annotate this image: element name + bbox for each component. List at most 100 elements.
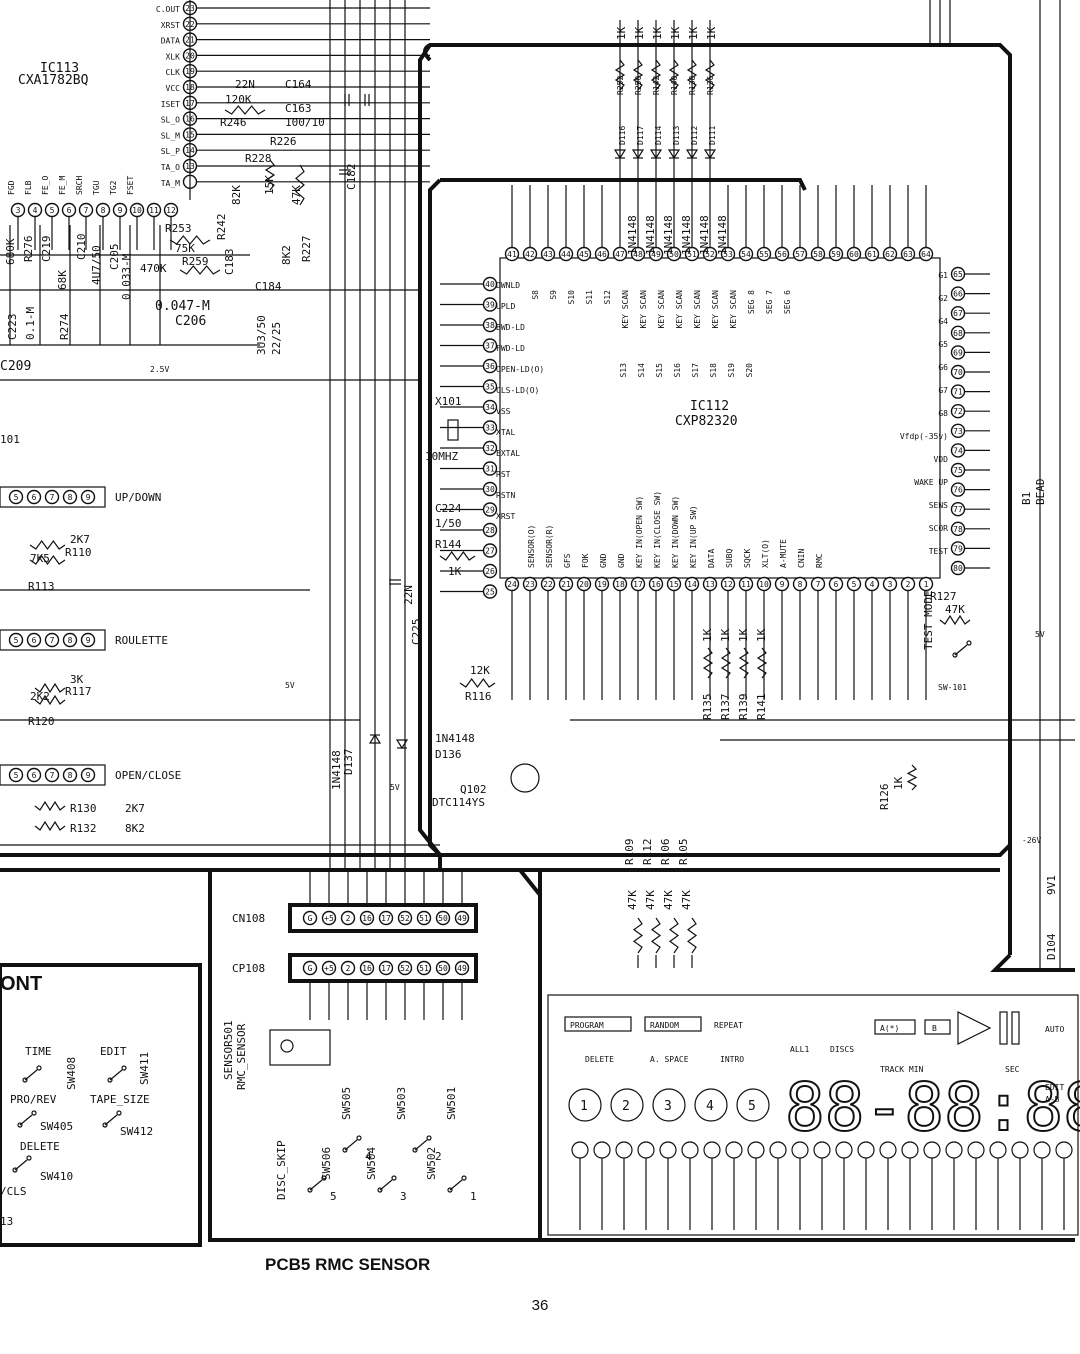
pin-number: 65 [953,270,963,279]
ic-pin [950,482,966,497]
ic113-pin-label: FGD [7,180,16,195]
pin-number: 9 [118,206,123,215]
sw408-ref: SW408 [65,1057,78,1090]
program-label: PROGRAM [570,1021,604,1030]
pin-number: 72 [953,407,963,416]
pin-number: 21 [561,580,571,589]
ic112-pin-label: G1 [938,271,948,280]
ic112-pin-label: FOK [581,553,590,568]
r47k-value: 47K [290,185,303,205]
ic-pin [576,576,592,592]
pin-number: 25 [485,588,495,597]
seven-segment-digits: 88-88:88 [785,1069,1080,1146]
connector-pin [8,767,24,783]
switch-contact [447,1187,453,1193]
connector-pin [435,960,451,976]
r113-value: 7K5 [30,552,50,565]
random-box [644,1016,702,1032]
openclose-label: OPEN/CLOSE [115,769,181,782]
pin-number: 6 [32,493,37,502]
pin-number: 10 [132,206,142,215]
pause-bar-icon [1011,1011,1020,1045]
diode-symbol [395,739,409,750]
ic113-pin-label: TG2 [109,180,118,195]
ic-pin [792,246,808,262]
diode-ref: D113 [672,126,681,145]
ic112-scan-label: S17 [691,363,700,378]
r116-value: 12K [470,664,490,677]
ic112-pin-label: EXTAL [496,449,520,458]
ic112-pin-label: RMC [815,553,824,568]
r130-value: 2K7 [125,802,145,815]
vfd-pin [571,1141,589,1159]
resistor-value: 1K [755,628,768,642]
vfd-pin [659,1141,677,1159]
r126-ref: R126 [878,784,891,811]
ic-pin [810,576,826,592]
c183-ref: C183 [223,249,236,276]
a-label: A(*) [880,1024,899,1033]
pin-number: 78 [953,525,963,534]
pin-number: 14 [687,580,697,589]
b-label: B [932,1024,937,1033]
ic112-pin-label: S8 [531,290,540,300]
resistor-ref: R140 [670,76,679,95]
board-outline [990,953,1075,972]
ic112-pin-label: A-MUTE [779,539,788,568]
switch-number: 1 [470,1190,477,1203]
ic113-pin-label: SRCH [75,176,84,195]
disc-indicator-icon [610,1088,644,1122]
delete-label: DELETE [585,1055,614,1064]
ic-pin [846,576,862,592]
switch-contact [307,1187,313,1193]
x101-ref: X101 [435,395,462,408]
ic-pin [504,246,520,262]
pin-number: +5 [324,964,334,973]
ic-pin [594,576,610,592]
pin-number: 15 [669,580,679,589]
resistor-symbol [702,647,714,679]
sw412-ref: SW412 [120,1125,153,1138]
pin-number: 2 [346,964,351,973]
ic112-pin-label: KEY IN(OPEN SW) [635,496,644,568]
voltage-label: 2.5V [150,365,169,374]
pin-number: 17 [381,914,391,923]
ic-pin [10,202,26,218]
discs-label: DISCS [830,1045,854,1054]
pin-number: 9 [86,636,91,645]
connector-pin [26,632,42,648]
auto-label: AUTO [1045,1025,1064,1034]
wire [24,1069,38,1081]
ic-pin [504,576,520,592]
c184-value2: 22/25 [270,322,283,355]
pin-number: 6 [32,636,37,645]
ic-pin [630,576,646,592]
ic112-pin-label: KEY SCAN [621,290,630,329]
pin-number: 34 [485,403,495,412]
diode-ref: D111 [708,126,717,145]
pin-number: 35 [485,383,495,392]
ic-pin [950,462,966,478]
resistor-value: 47K [680,890,693,910]
switch-contact [36,1065,42,1071]
ic-pin [864,246,880,262]
resistor-ref: R112 [641,839,654,866]
c224-value: 1/50 [435,517,462,530]
openclose-connector [0,764,106,786]
pin-number: 50 [438,914,448,923]
resistor-symbol [439,550,476,562]
ic112-pin-label: XLT(O) [761,539,770,568]
ic112-pin-label: SENS [929,501,948,510]
wire [14,1159,28,1171]
ic112-pin-label: KEY SCAN [729,290,738,329]
cp108-body [288,953,478,983]
ic-pin [950,364,966,380]
random-label: RANDOM [650,1021,679,1030]
disc-indicator-icon [568,1088,602,1122]
ic112-scan-label: S16 [673,363,682,378]
ic112-pin-label: KEY SCAN [657,290,666,329]
cp108-label: CP108 [232,962,265,975]
resistor-symbol [29,554,66,566]
crystal-symbol [447,419,459,441]
resistor-symbol [720,647,732,679]
